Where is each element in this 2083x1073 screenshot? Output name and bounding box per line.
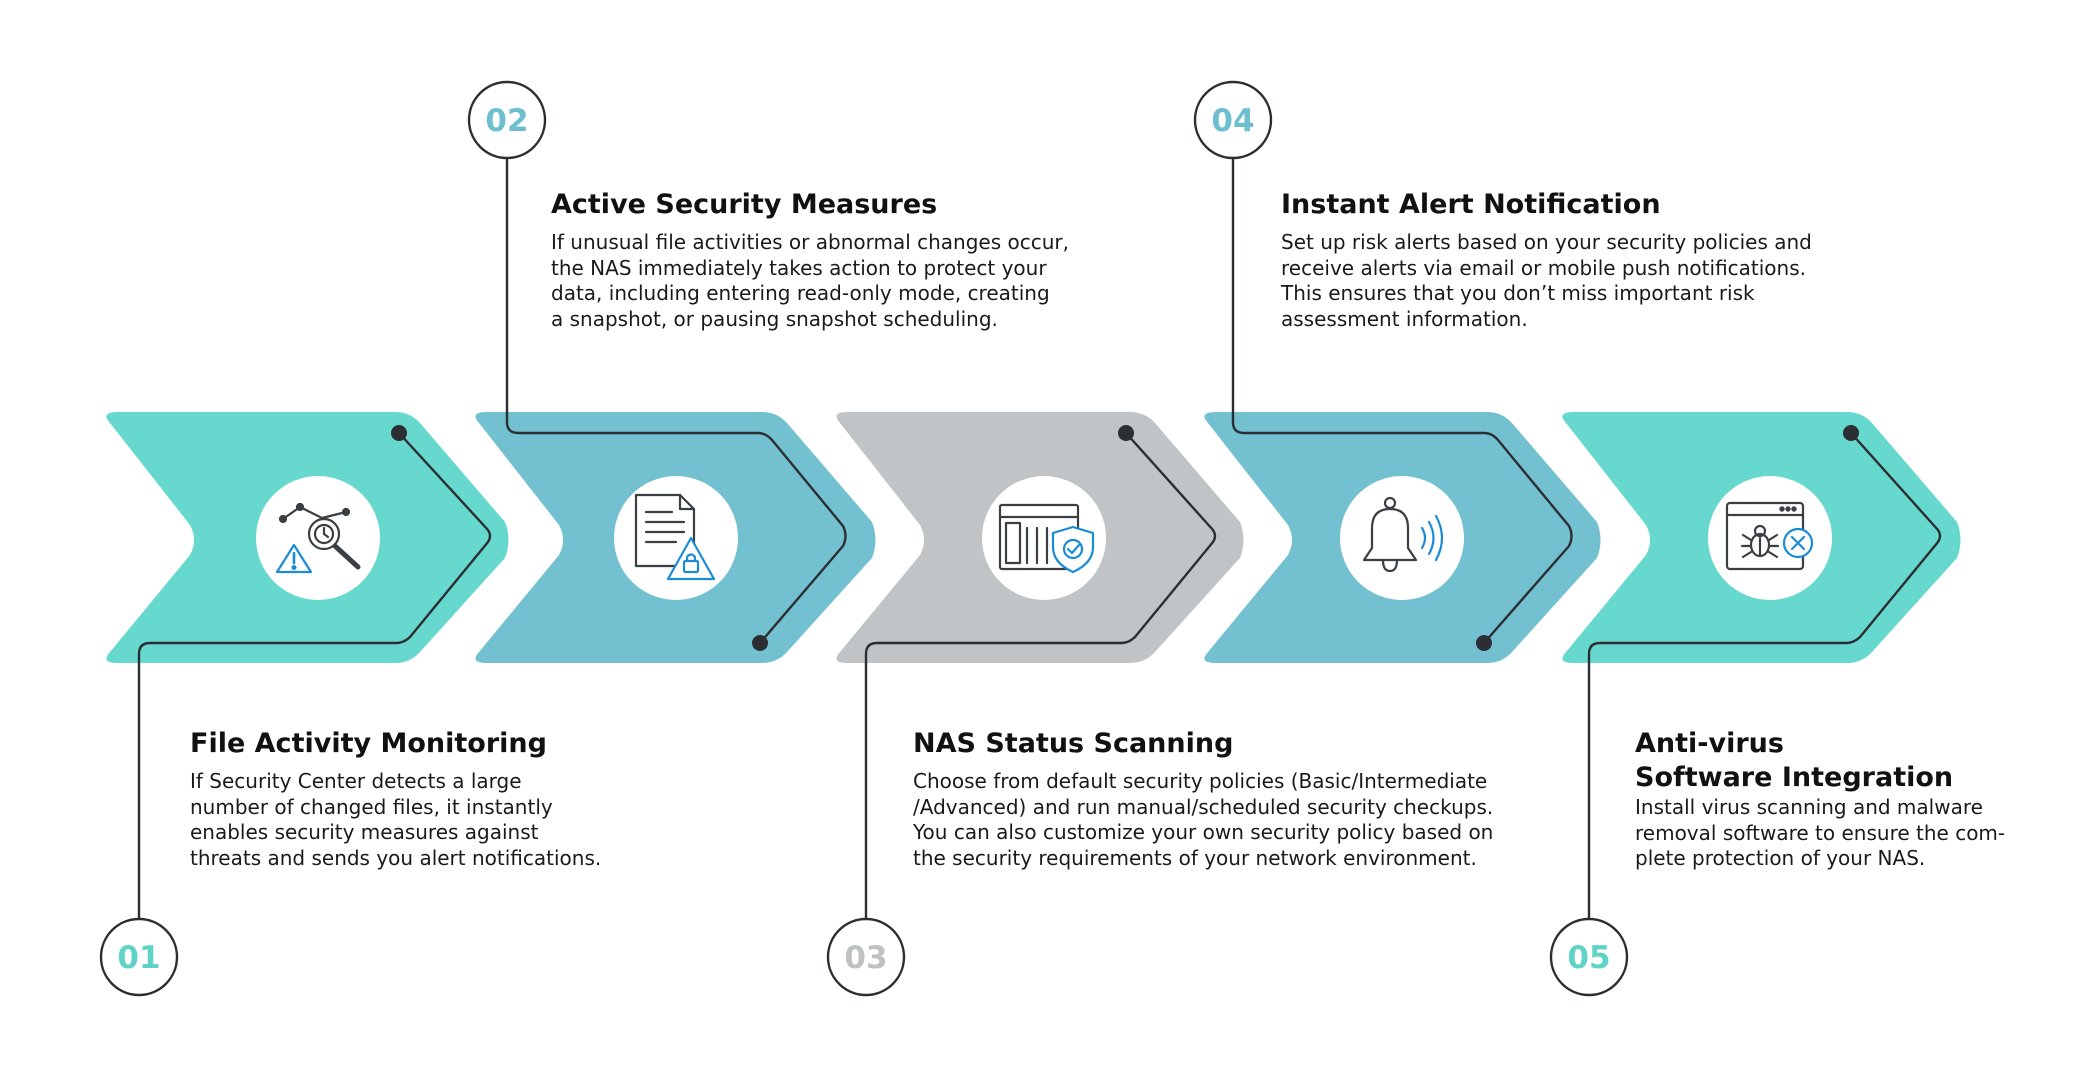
step-number-1: 01 bbox=[117, 940, 160, 976]
step-description-3: Choose from default security policies (B… bbox=[913, 769, 1494, 870]
step-number-5: 05 bbox=[1567, 940, 1610, 976]
connector-dots bbox=[391, 425, 1859, 651]
step-4-text: Instant Alert Notification Set up risk a… bbox=[1281, 188, 1861, 332]
number-badge-4: 04 bbox=[1193, 80, 1273, 160]
number-badge-5: 05 bbox=[1549, 917, 1629, 997]
connector-line-5 bbox=[1587, 432, 1942, 920]
number-badge-1: 01 bbox=[99, 917, 179, 997]
document-lock-warning-icon bbox=[634, 493, 716, 581]
step-1-text: File Activity Monitoring If Security Cen… bbox=[190, 727, 670, 871]
connector-dot bbox=[1476, 635, 1492, 651]
number-badge-2: 02 bbox=[467, 80, 547, 160]
step-title-1: File Activity Monitoring bbox=[190, 728, 547, 759]
connector-dot bbox=[752, 635, 768, 651]
connector-line-3 bbox=[864, 432, 1217, 920]
step-description-4: Set up risk alerts based on your securit… bbox=[1281, 230, 1812, 331]
connector-line-1 bbox=[137, 432, 492, 920]
step-title-5: Anti-virus Software Integration bbox=[1635, 728, 1954, 793]
file-activity-magnifier-icon bbox=[275, 502, 361, 574]
step-description-1: If Security Center detects a large numbe… bbox=[190, 769, 602, 870]
connector-line-2 bbox=[505, 150, 847, 644]
step-title-4: Instant Alert Notification bbox=[1281, 189, 1661, 220]
antivirus-bug-window-icon bbox=[1725, 501, 1814, 571]
step-number-4: 04 bbox=[1211, 103, 1254, 139]
connector-lines bbox=[137, 150, 1942, 920]
connector-dot bbox=[1843, 425, 1859, 441]
nas-shield-check-icon bbox=[998, 503, 1095, 574]
alert-bell-icon bbox=[1362, 496, 1444, 573]
connector-line-4 bbox=[1231, 150, 1573, 644]
connector-dot bbox=[1118, 425, 1134, 441]
number-badge-3: 03 bbox=[826, 917, 906, 997]
step-description-5: Install virus scanning and malware remov… bbox=[1635, 795, 2006, 870]
step-title-3: NAS Status Scanning bbox=[913, 728, 1234, 759]
step-title-2: Active Security Measures bbox=[551, 189, 938, 220]
step-number-2: 02 bbox=[485, 103, 528, 139]
step-number-3: 03 bbox=[844, 940, 887, 976]
step-2-text: Active Security Measures If unusual file… bbox=[551, 188, 1111, 332]
number-badges: 01 02 03 04 05 bbox=[99, 80, 1629, 997]
connector-dot bbox=[391, 425, 407, 441]
step-description-2: If unusual file activities or abnormal c… bbox=[551, 230, 1069, 331]
step-5-text: Anti-virus Software Integration Install … bbox=[1635, 727, 2075, 872]
step-3-text: NAS Status Scanning Choose from default … bbox=[913, 727, 1553, 871]
